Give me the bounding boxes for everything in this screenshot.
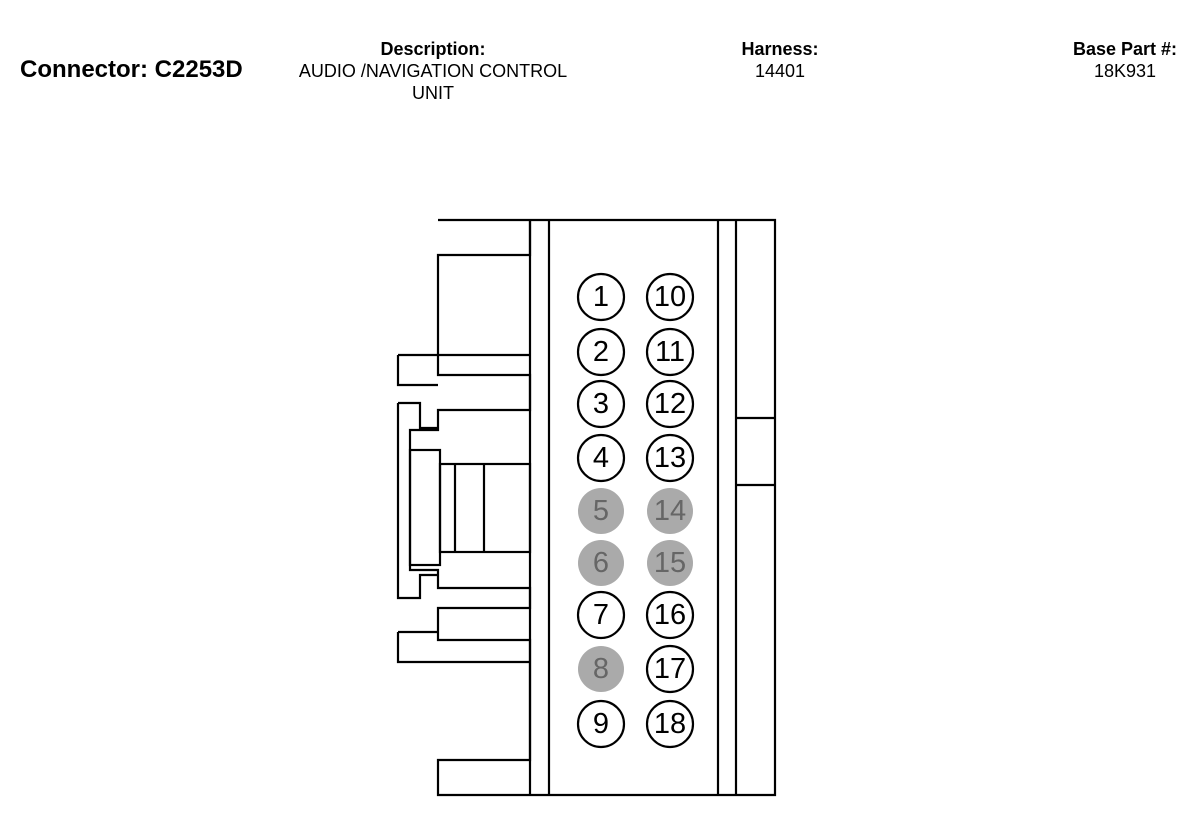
pin-circle bbox=[645, 379, 695, 429]
description-block: Description: AUDIO /NAVIGATION CONTROL U… bbox=[283, 38, 583, 104]
pin-14: 14 bbox=[647, 488, 693, 534]
pin-label: 1 bbox=[593, 281, 609, 313]
pin-circle bbox=[645, 590, 695, 640]
pin-16: 16 bbox=[645, 590, 695, 640]
pin-label: 17 bbox=[654, 653, 686, 685]
pin-circle bbox=[647, 540, 693, 586]
pin-label: 18 bbox=[654, 708, 686, 740]
pin-circle bbox=[576, 327, 626, 377]
pin-label: 4 bbox=[593, 442, 609, 474]
description-label: Description: bbox=[380, 39, 486, 59]
pin-circle bbox=[645, 327, 695, 377]
pin-label: 16 bbox=[654, 599, 686, 631]
pin-label: 13 bbox=[654, 442, 686, 474]
pin-circle bbox=[647, 488, 693, 534]
pin-8: 8 bbox=[578, 646, 624, 692]
pin-label: 2 bbox=[593, 336, 609, 368]
pin-circle bbox=[578, 646, 624, 692]
pin-circle bbox=[576, 433, 626, 483]
harness-label: Harness: bbox=[741, 39, 819, 59]
pin-9: 9 bbox=[576, 699, 626, 749]
description-value-line1: AUDIO /NAVIGATION CONTROL bbox=[298, 61, 568, 81]
connector-title: Connector: C2253D bbox=[20, 56, 243, 83]
connector-housing bbox=[396, 218, 777, 797]
pin-label: 3 bbox=[593, 388, 609, 420]
housing-outline bbox=[408, 218, 777, 797]
locking-tab-inner bbox=[408, 448, 442, 567]
pin-13: 13 bbox=[645, 433, 695, 483]
pin-circle bbox=[645, 699, 695, 749]
pin-label: 12 bbox=[654, 388, 686, 420]
left-latch-lower bbox=[396, 630, 530, 664]
description-value-line2: UNIT bbox=[412, 83, 454, 103]
pin-17: 17 bbox=[645, 644, 695, 694]
pin-label: 9 bbox=[593, 708, 609, 740]
pin-circle bbox=[645, 644, 695, 694]
pin-2: 2 bbox=[576, 327, 626, 377]
pin-11: 11 bbox=[645, 327, 695, 377]
pin-circle bbox=[576, 272, 626, 322]
pin-1: 1 bbox=[576, 272, 626, 322]
pin-circle bbox=[578, 540, 624, 586]
pin-label: 15 bbox=[654, 547, 686, 579]
base-part-block: Base Part #: 18K931 bbox=[1040, 38, 1200, 82]
pin-5: 5 bbox=[578, 488, 624, 534]
base-part-label: Base Part #: bbox=[1072, 39, 1178, 59]
pin-circle bbox=[576, 590, 626, 640]
harness-value: 14401 bbox=[754, 61, 806, 81]
pin-10: 10 bbox=[645, 272, 695, 322]
pin-6: 6 bbox=[578, 540, 624, 586]
pin-label: 6 bbox=[593, 547, 609, 579]
pin-4: 4 bbox=[576, 433, 626, 483]
pin-circle bbox=[576, 379, 626, 429]
pin-circle bbox=[578, 488, 624, 534]
right-latch bbox=[736, 416, 775, 487]
locking-tab bbox=[396, 401, 438, 600]
pin-7: 7 bbox=[576, 590, 626, 640]
pin-circle bbox=[576, 699, 626, 749]
pin-3: 3 bbox=[576, 379, 626, 429]
pin-12: 12 bbox=[645, 379, 695, 429]
pin-label: 11 bbox=[655, 336, 685, 368]
base-part-value: 18K931 bbox=[1093, 61, 1157, 81]
pin-label: 5 bbox=[593, 495, 609, 527]
pin-label: 10 bbox=[654, 281, 686, 313]
pin-label: 8 bbox=[593, 653, 609, 685]
pin-circle bbox=[645, 433, 695, 483]
left-latch-upper bbox=[396, 353, 530, 387]
harness-block: Harness: 14401 bbox=[700, 38, 860, 82]
pin-circle bbox=[645, 272, 695, 322]
pin-15: 15 bbox=[647, 540, 693, 586]
pin-label: 14 bbox=[654, 495, 686, 527]
pin-label: 7 bbox=[593, 599, 609, 631]
pin-18: 18 bbox=[645, 699, 695, 749]
